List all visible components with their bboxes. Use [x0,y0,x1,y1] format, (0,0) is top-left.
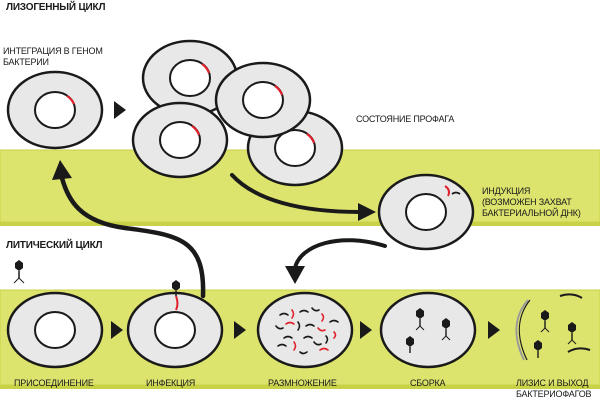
prophage-cell-3 [214,61,312,139]
curved-arrow-head [52,160,72,180]
phage-icon [534,340,542,358]
phage-icon [13,260,25,284]
integration-label: ИНТЕГРАЦИЯ В ГЕНОМ БАКТЕРИИ [3,46,103,68]
lysis-debris [515,293,591,361]
lysogenic-cycle-title: ЛИЗОГЕННЫЙ ЦИКЛ [6,2,106,13]
lytic-cycle-title: ЛИТИЧЕСКИЙ ЦИКЛ [6,240,103,251]
integration-label-line2: БАКТЕРИИ [3,57,49,67]
induction-label-line2: (ВОЗМОЖЕН ЗАХВАТ [482,197,572,207]
step-label-attachment: ПРИСОЕДИНЕНИЕ [14,378,94,388]
lysogenic-band-edge [0,222,600,226]
phage-icon [172,280,180,296]
phage-icon [540,310,550,333]
curved-arrow-icon [59,175,206,299]
step-label-assembly: СБОРКА [410,378,446,388]
triangle-arrow-icon [360,321,372,339]
infection-cell [126,280,224,369]
step-label-infection: ИНФЕКЦИЯ [146,378,196,388]
lysis-label: ЛИЗИС И ВЫХОД БАКТЕРИОФАГОВ [516,378,592,400]
triangle-arrow-icon [111,321,123,339]
lytic-band-edge [0,385,600,389]
triangle-arrow-icon [488,321,500,339]
curved-arrow-icon [293,238,387,270]
attachment-cell [6,291,104,369]
phage-icon [415,308,425,331]
curved-arrow-icon [230,173,362,214]
assembly-cell [379,291,477,369]
induction-label-line3: БАКТЕРИАЛЬНОЙ ДНК) [482,208,581,218]
triangle-arrow-icon [114,101,126,119]
phage-icon [567,322,577,345]
step-label-reproduction: РАЗМНОЖЕНИЕ [268,378,337,388]
reproduction-cell [256,291,354,369]
lysis-label-line2: БАКТЕРИОФАГОВ [516,389,592,399]
integration-label-line1: ИНТЕГРАЦИЯ В ГЕНОМ [3,46,103,56]
induction-label-line1: ИНДУКЦИЯ [482,186,531,196]
curved-arrow-head [358,203,376,221]
induction-cell [377,173,475,251]
prophage-state-label: СОСТОЯНИЕ ПРОФАГА [356,114,455,124]
induction-label: ИНДУКЦИЯ (ВОЗМОЖЕН ЗАХВАТ БАКТЕРИАЛЬНОЙ … [482,186,581,219]
curved-arrow-head [285,266,305,284]
phage-icon [406,336,414,353]
phage-icon [441,318,451,341]
lysis-label-line1: ЛИЗИС И ВЫХОД [516,378,589,388]
prophage-cell-2 [131,101,229,179]
triangle-arrow-icon [234,321,246,339]
integration-cell [6,70,104,150]
